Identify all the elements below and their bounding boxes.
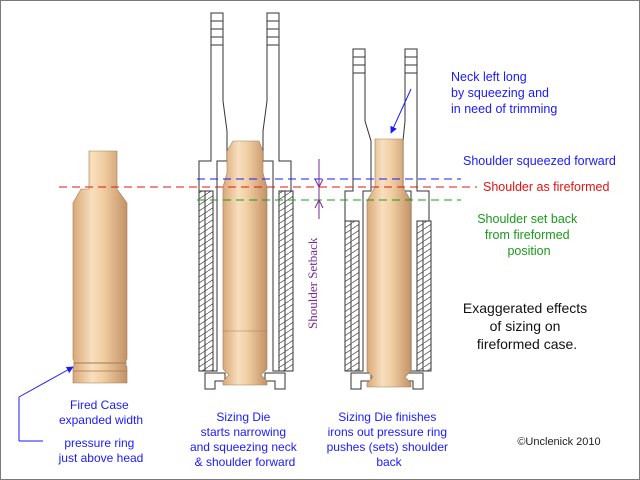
fired-case-label: Fired Case expanded width: [59, 398, 143, 427]
case-in-die-1: [222, 140, 268, 386]
neck-arrow: [390, 88, 412, 134]
fired-case: [72, 150, 128, 384]
copyright: ©Unclenick 2010: [517, 436, 600, 448]
case-in-die-2: [366, 138, 412, 388]
fired-case-arrow: [18, 366, 74, 398]
neck-note: Neck left long by squeezing and in need …: [451, 70, 557, 116]
setback-dimension: [314, 159, 324, 219]
shoulder-fireformed-label: Shoulder as fireformed: [483, 180, 610, 194]
sizing-die-1: [198, 12, 294, 390]
shoulder-forward-label: Shoulder squeezed forward: [463, 154, 616, 168]
pressure-ring-label: pressure ring just above head: [58, 436, 144, 465]
sizing-die-2-label: Sizing Die finishes irons out pressure r…: [327, 410, 452, 469]
shoulder-setback-label: Shoulder set back from fireformed positi…: [477, 212, 581, 258]
effects-note: Exaggerated effects of sizing on firefor…: [463, 300, 591, 352]
sizing-die-1-label: Sizing Die starts narrowing and squeezin…: [190, 410, 300, 469]
sizing-die-2: [344, 48, 432, 390]
setback-vertical-label: Shoulder Setback: [305, 237, 320, 329]
